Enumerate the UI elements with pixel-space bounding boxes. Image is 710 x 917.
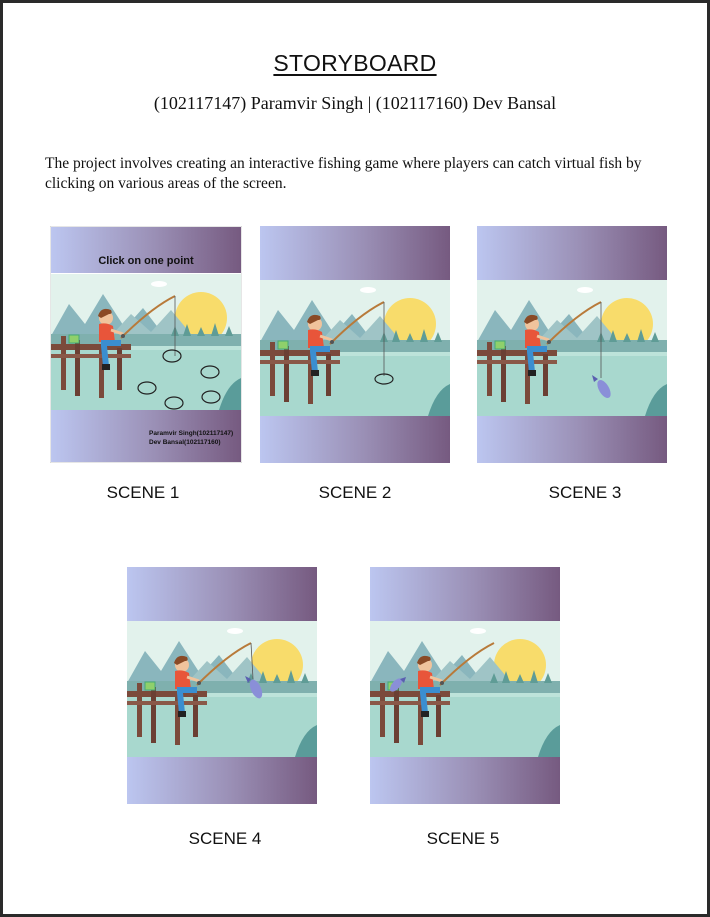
scene-5-frame — [370, 567, 560, 804]
storyboard-page: STORYBOARD (102117147) Paramvir Singh | … — [3, 3, 707, 914]
scene-1-overlay-title: Click on one point — [98, 255, 194, 267]
scene-1-frame: Click on one point Paramvir Singh(102117… — [50, 226, 242, 463]
caught-fish-icon — [592, 375, 611, 399]
scene-2-label: SCENE 2 — [318, 483, 392, 502]
scene-1-label: SCENE 1 — [106, 483, 180, 502]
fish-on-line-icon — [245, 676, 263, 699]
scene-4-label: SCENE 4 — [188, 829, 262, 848]
fish-in-hand-icon — [390, 677, 406, 692]
scene-3-label: SCENE 3 — [548, 483, 622, 502]
scene-2-frame — [260, 226, 450, 463]
scene-1-credit-1: Paramvir Singh(102117147) — [149, 430, 233, 437]
page-title: STORYBOARD — [273, 50, 437, 76]
scene-4-frame — [127, 567, 317, 804]
project-description: The project involves creating an interac… — [45, 155, 642, 192]
scene-3-frame — [477, 226, 667, 463]
scene-5-label: SCENE 5 — [426, 829, 500, 848]
author-line: (102117147) Paramvir Singh | (102117160)… — [153, 93, 557, 113]
scene-1-credit-2: Dev Bansal(102117160) — [149, 439, 221, 446]
